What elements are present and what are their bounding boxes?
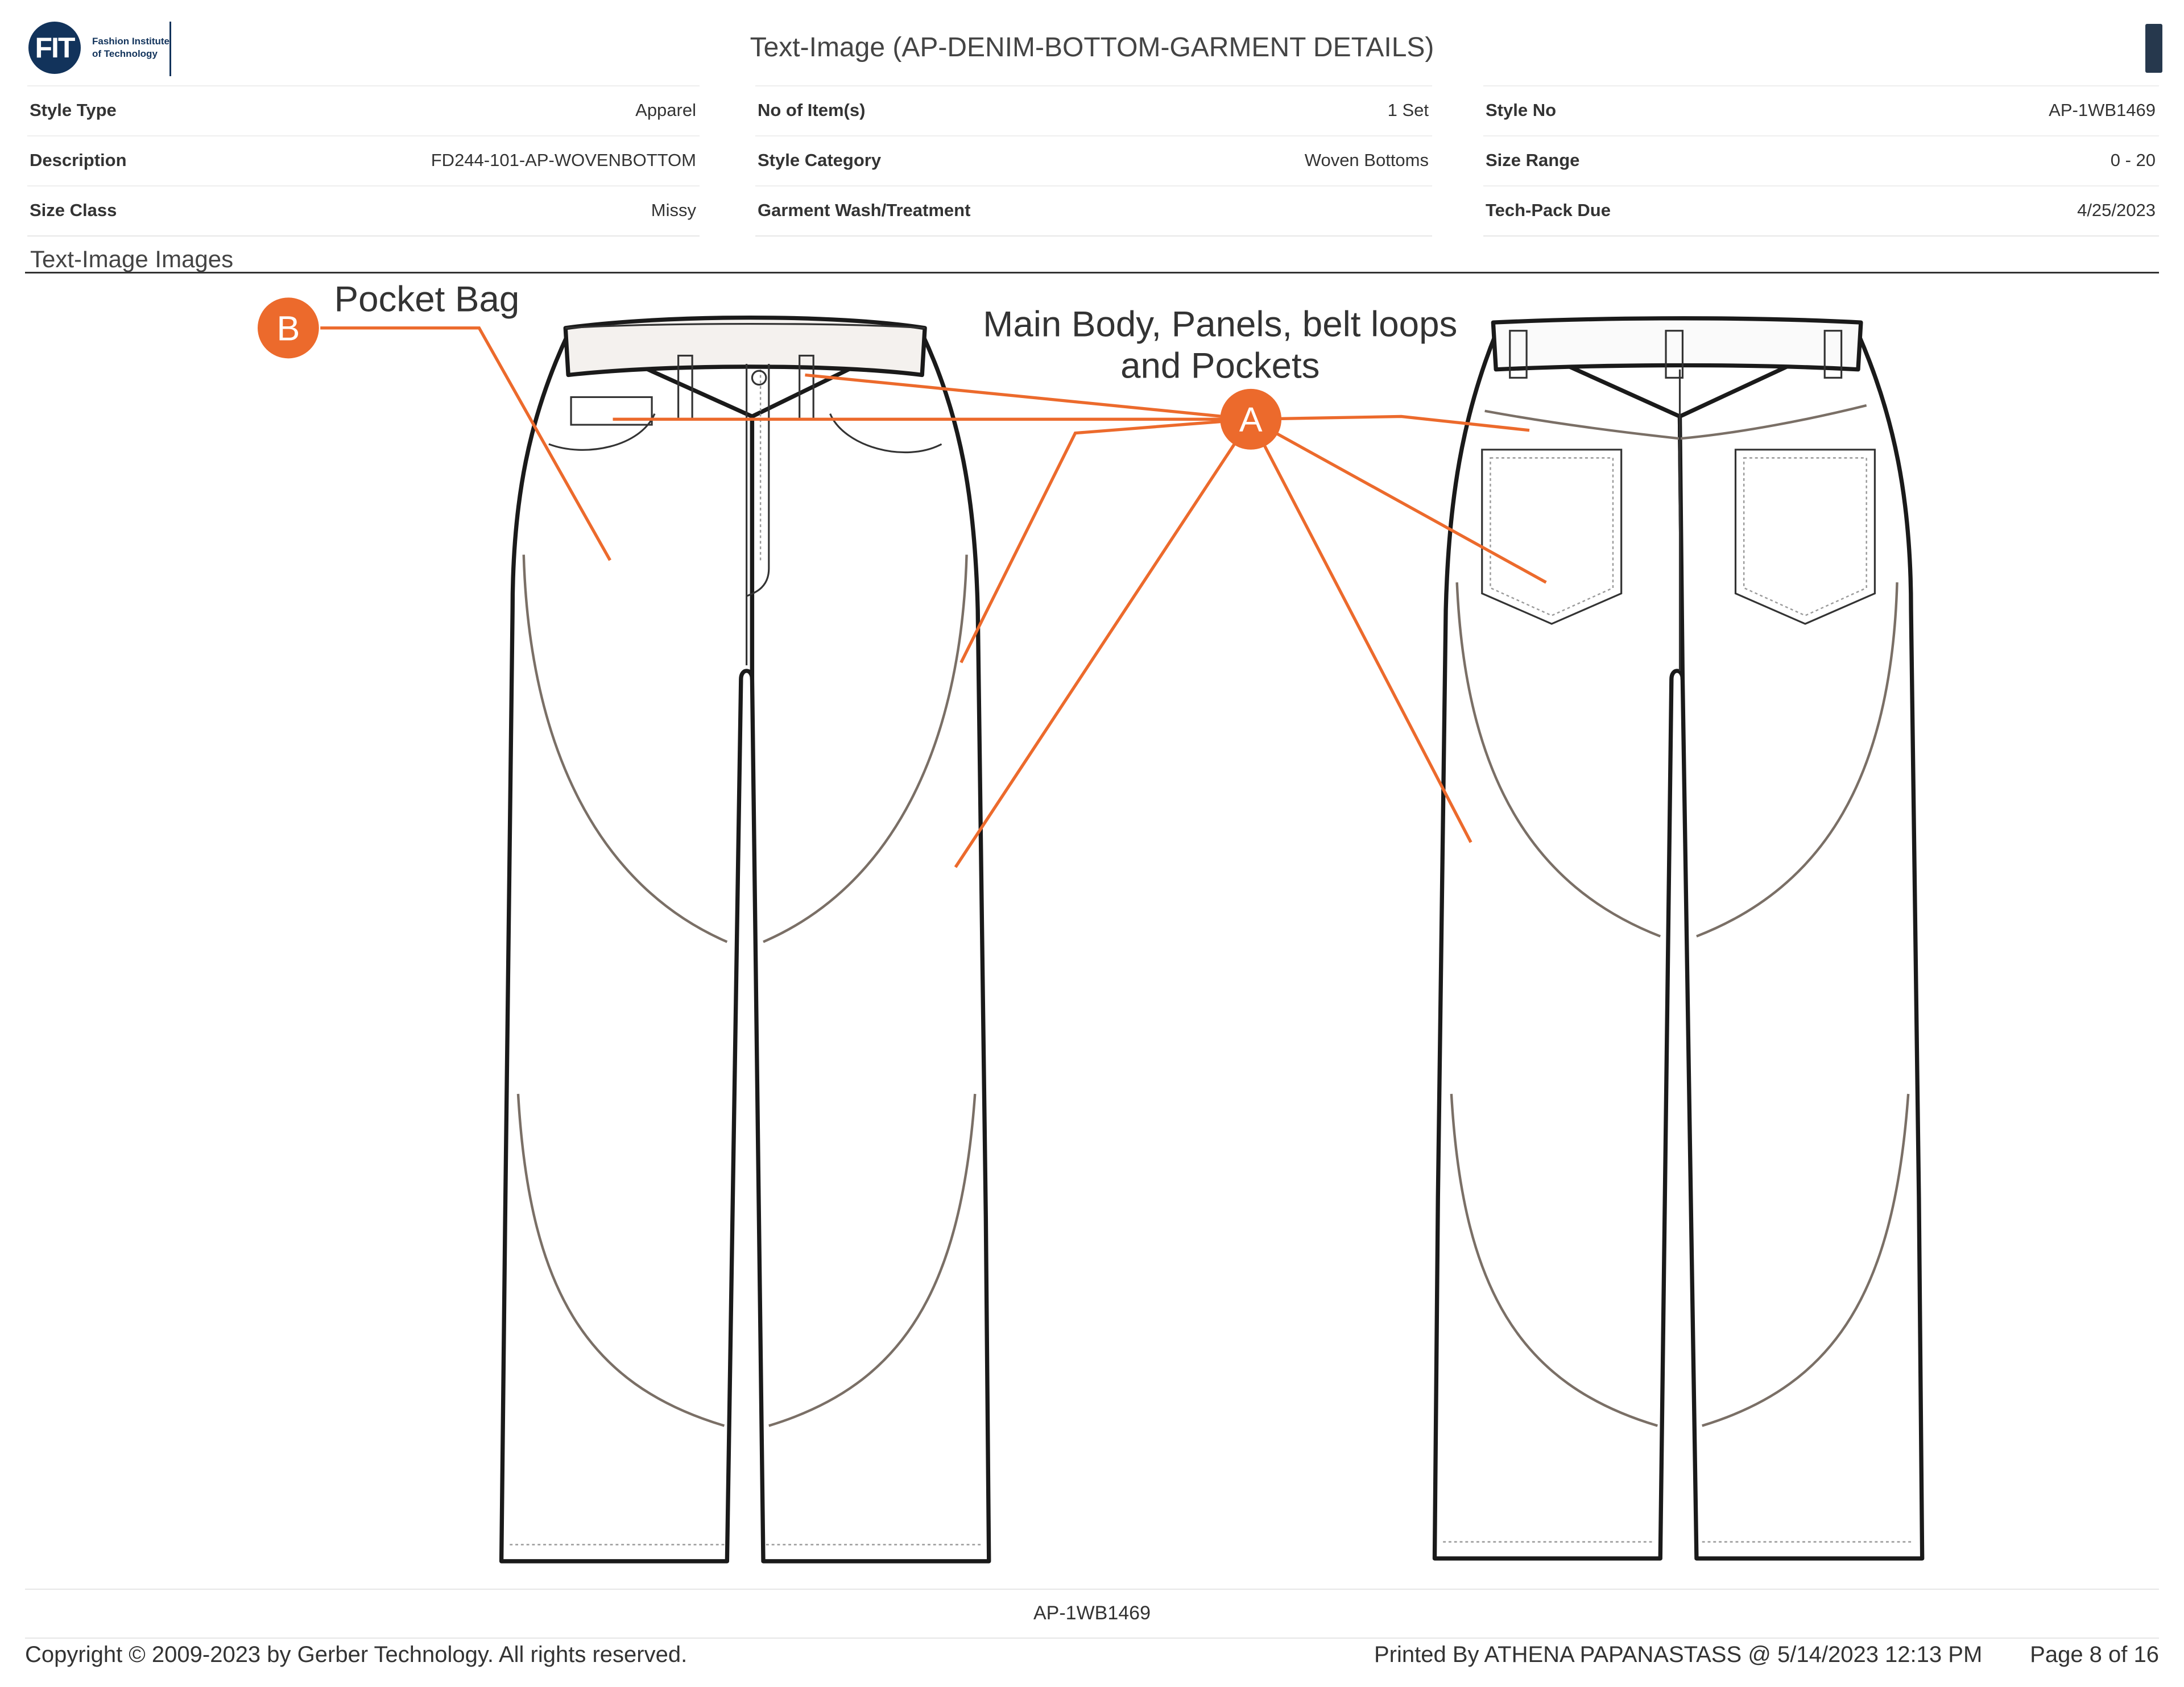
callout-a-letter: A: [1239, 400, 1263, 439]
meta-row-size-range: Size Range 0 - 20: [1483, 135, 2159, 186]
section-divider: [25, 272, 2159, 273]
back-view: [1432, 316, 1925, 1561]
meta-value: AP-1WB1469: [2049, 100, 2156, 120]
front-right-leg: [750, 331, 991, 1564]
meta-label: Style No: [1486, 100, 1557, 120]
meta-row-style-category: Style Category Woven Bottoms: [755, 135, 1432, 186]
meta-value: 1 Set: [1387, 100, 1429, 120]
front-fly: [746, 364, 770, 666]
meta-label: Style Type: [30, 100, 117, 120]
fit-logo-wordmark: Fashion Institute of Technology: [92, 36, 169, 59]
printed-by-text: Printed By ATHENA PAPANASTASS @ 5/14/202…: [1374, 1642, 1983, 1667]
meta-row-description: Description FD244-101-AP-WOVENBOTTOM: [27, 135, 700, 186]
meta-row-garment-wash: Garment Wash/Treatment: [755, 185, 1432, 237]
fit-logo: FIT Fashion Institute of Technology: [28, 22, 176, 76]
meta-row-no-of-items: No of Item(s) 1 Set: [755, 85, 1432, 136]
footer-style-id: AP-1WB1469: [1033, 1602, 1151, 1624]
callout-b-marker: [257, 297, 319, 359]
meta-label: Size Range: [1486, 150, 1580, 170]
back-right-leg: [1677, 331, 1925, 1561]
front-view: [499, 315, 991, 1564]
copyright-text: Copyright © 2009-2023 by Gerber Technolo…: [25, 1642, 688, 1667]
meta-value: Missy: [651, 200, 696, 220]
meta-label: Size Class: [30, 200, 117, 220]
back-waistband: [1491, 316, 1863, 372]
style-meta-grid: Style Type Apparel Description FD244-101…: [0, 85, 2184, 237]
back-left-leg: [1432, 331, 1685, 1561]
callout-a-label-line1: Main Body, Panels, belt loops: [983, 305, 1457, 345]
meta-value: 0 - 20: [2110, 150, 2156, 170]
meta-row-size-class: Size Class Missy: [27, 185, 700, 237]
callout-b-label: Pocket Bag: [334, 280, 520, 320]
garment-thumbnail: [2145, 24, 2162, 73]
meta-value: 4/25/2023: [2077, 200, 2156, 220]
callout-a-leaders: [613, 373, 1547, 868]
meta-label: Style Category: [758, 150, 882, 170]
meta-row-style-type: Style Type Apparel: [27, 85, 700, 136]
meta-label: Tech-Pack Due: [1486, 200, 1611, 220]
front-waistband: [563, 315, 927, 378]
page-number: Page 8 of 16: [2030, 1642, 2159, 1667]
garment-sketch: .out { fill:#fff; stroke:#1a1a1a; stroke…: [257, 280, 1925, 1564]
meta-label: No of Item(s): [758, 100, 866, 120]
callout-a-label-line2: and Pockets: [1120, 346, 1320, 386]
footer-divider-top: [25, 1589, 2159, 1590]
meta-row-tech-pack-due: Tech-Pack Due 4/25/2023: [1483, 185, 2159, 237]
logo-divider: [169, 22, 171, 76]
callout-a-marker: [1220, 388, 1282, 450]
footer-divider-bottom: [25, 1638, 2159, 1639]
callout-b-letter: B: [276, 309, 300, 348]
callout-b-leader: [320, 326, 611, 561]
meta-value: Apparel: [635, 100, 696, 120]
fit-logo-mark: FIT: [28, 22, 81, 74]
front-right-pocket: [829, 413, 942, 454]
section-title: Text-Image Images: [30, 246, 234, 272]
document-title: Text-Image (AP-DENIM-BOTTOM-GARMENT DETA…: [750, 32, 1434, 63]
meta-row-style-no: Style No AP-1WB1469: [1483, 85, 2159, 136]
meta-label: Description: [30, 150, 127, 170]
back-left-pocket: [1481, 449, 1623, 625]
meta-value: Woven Bottoms: [1304, 150, 1429, 170]
back-right-pocket: [1734, 449, 1876, 625]
front-button: [751, 370, 767, 386]
meta-value: FD244-101-AP-WOVENBOTTOM: [431, 150, 696, 170]
meta-label: Garment Wash/Treatment: [758, 200, 971, 220]
front-left-leg: [499, 331, 755, 1564]
